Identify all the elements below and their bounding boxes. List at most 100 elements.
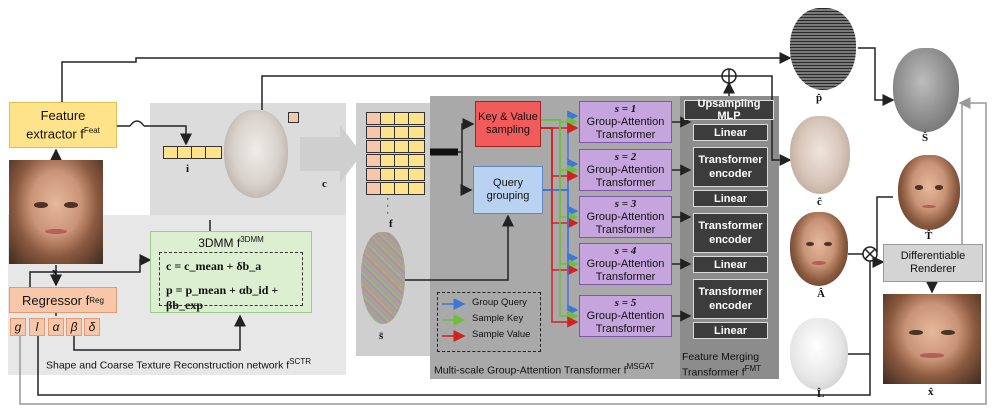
encoder-line2: encoder xyxy=(709,234,752,246)
query-grouping-line1: Query xyxy=(493,177,523,189)
f-feature-cell xyxy=(408,168,425,181)
gat-line1: Group-Attention xyxy=(586,257,665,270)
linear-3: Linear xyxy=(693,256,768,273)
3dmm-eq-c: c = c_mean + δb_a xyxy=(166,259,262,273)
linear-4: Linear xyxy=(693,322,768,339)
attention-flow-line xyxy=(543,189,579,316)
t-hat-texture xyxy=(898,155,960,230)
gat-block-s4: s = 4 Group-Attention Transformer xyxy=(579,243,672,285)
f-feature-stack xyxy=(366,112,426,202)
a-hat-label: Â xyxy=(817,288,825,300)
s-bar-label: s̄ xyxy=(379,330,384,342)
linear-1: Linear xyxy=(693,124,768,141)
c-hat-label: ĉ xyxy=(817,196,822,208)
s-hat-shape xyxy=(893,48,959,132)
f-label: f xyxy=(389,218,393,230)
param-delta: δ xyxy=(84,318,100,336)
feature-extractor-line1: Feature xyxy=(40,108,86,124)
encoder-line1: Transformer xyxy=(698,154,763,166)
l-hat-shading xyxy=(790,318,848,390)
linear-2: Linear xyxy=(693,190,768,207)
kv-sampling-box: Key & Value sampling xyxy=(475,101,541,147)
f-feature-cell xyxy=(408,112,425,125)
gat-line2: Transformer xyxy=(595,322,656,335)
a-hat-albedo xyxy=(790,212,848,286)
gat-line2: Transformer xyxy=(595,270,656,283)
upsampling-mlp: Upsampling MLP xyxy=(684,98,774,122)
fmt-caption: Feature Merging Transformer fFMT xyxy=(682,351,761,379)
param-l: l xyxy=(29,318,45,336)
gat-block-s3: s = 3 Group-Attention Transformer xyxy=(579,196,672,238)
param-alpha: α xyxy=(48,318,64,336)
sctr-caption-sup: SCTR xyxy=(289,357,311,366)
attention-flow-line xyxy=(541,127,579,182)
param-g: g xyxy=(10,318,26,336)
gat-block-s1: s = 1 Group-Attention Transformer xyxy=(579,101,672,143)
legend-sample-key: Sample Key xyxy=(472,313,524,324)
attention-flow-line xyxy=(541,127,579,328)
gat-line1: Group-Attention xyxy=(586,210,665,223)
f-feature-cell xyxy=(408,154,425,167)
attention-flow-line xyxy=(541,119,579,322)
renderer-line2: Renderer xyxy=(910,263,956,275)
transformer-encoder-2: Transformer encoder xyxy=(693,213,768,253)
msgat-caption: Multi-scale Group-Attention Transformer … xyxy=(434,362,654,377)
coarse-texture-face xyxy=(224,110,288,198)
msgat-caption-text: Multi-scale Group-Attention Transformer … xyxy=(434,364,627,377)
query-grouping-line2: grouping xyxy=(486,190,530,202)
renderer-line1: Differentiable xyxy=(900,250,966,262)
p-hat-label: p̂ xyxy=(816,92,823,104)
feature-extractor-line2: extractor f xyxy=(26,126,84,142)
fmt-caption-line2: Transformer f xyxy=(682,366,745,379)
l-hat-label: L̂ xyxy=(817,388,825,400)
transformer-encoder-1: Transformer encoder xyxy=(693,147,768,187)
encoder-line1: Transformer xyxy=(698,220,763,232)
gat-block-s5: s = 5 Group-Attention Transformer xyxy=(579,295,672,337)
3dmm-title: 3DMM f xyxy=(198,236,241,250)
feature-extractor-sup: Feat xyxy=(83,126,100,136)
mean-shape-mesh xyxy=(361,232,405,324)
i-feature-vector xyxy=(163,146,223,159)
regressor-sup: Reg xyxy=(89,295,104,305)
encoder-line2: encoder xyxy=(709,168,752,180)
sctr-caption-text: Shape and Coarse Texture Reconstruction … xyxy=(46,359,290,372)
gat-line1: Group-Attention xyxy=(586,309,665,322)
attention-flow-line xyxy=(541,127,579,276)
x-hat-rendered-photo xyxy=(883,294,981,384)
msgat-caption-sup: MSGAT xyxy=(626,362,655,371)
param-beta: β xyxy=(66,318,82,336)
c-hat-texture xyxy=(790,116,850,194)
differentiable-renderer-box: Differentiable Renderer xyxy=(883,244,983,282)
sctr-caption: Shape and Coarse Texture Reconstruction … xyxy=(46,357,311,372)
regressor-label: Regressor f xyxy=(22,292,90,308)
3dmm-equations: c = c_mean + δb_a p = p_mean + αb_id + β… xyxy=(159,252,303,312)
gat-scale: s = 1 xyxy=(614,102,637,115)
attention-flow-line xyxy=(541,119,579,270)
c-label: c xyxy=(322,178,327,190)
legend-arrows xyxy=(442,299,466,342)
gat-line2: Transformer xyxy=(595,128,656,141)
legend-group-query: Group Query xyxy=(472,297,527,308)
input-face-photo xyxy=(9,160,103,264)
legend: Group Query Sample Key Sample Value xyxy=(437,292,541,352)
gat-line1: Group-Attention xyxy=(586,115,665,128)
query-grouping-box: Query grouping xyxy=(473,166,543,214)
f-feature-cell xyxy=(408,126,425,139)
feature-extractor-box: Feature extractor fFeat xyxy=(9,102,117,148)
texture-patch xyxy=(288,112,299,123)
input-label: x xyxy=(52,266,58,278)
fmt-caption-sup: FMT xyxy=(744,364,762,373)
x-hat-label: x̂ xyxy=(928,386,934,398)
gat-line1: Group-Attention xyxy=(586,163,665,176)
fmt-caption-line1: Feature Merging xyxy=(682,351,760,363)
kv-sampling-line2: sampling xyxy=(485,124,531,136)
encoder-line2: encoder xyxy=(709,300,752,312)
legend-sample-value: Sample Value xyxy=(472,329,531,340)
gat-scale: s = 4 xyxy=(614,244,637,257)
gat-scale: s = 2 xyxy=(614,150,637,163)
kv-sampling-line1: Key & Value xyxy=(478,111,538,123)
3dmm-sup: 3DMM xyxy=(240,235,264,244)
gat-line2: Transformer xyxy=(595,176,656,189)
gat-scale: s = 5 xyxy=(614,296,637,309)
